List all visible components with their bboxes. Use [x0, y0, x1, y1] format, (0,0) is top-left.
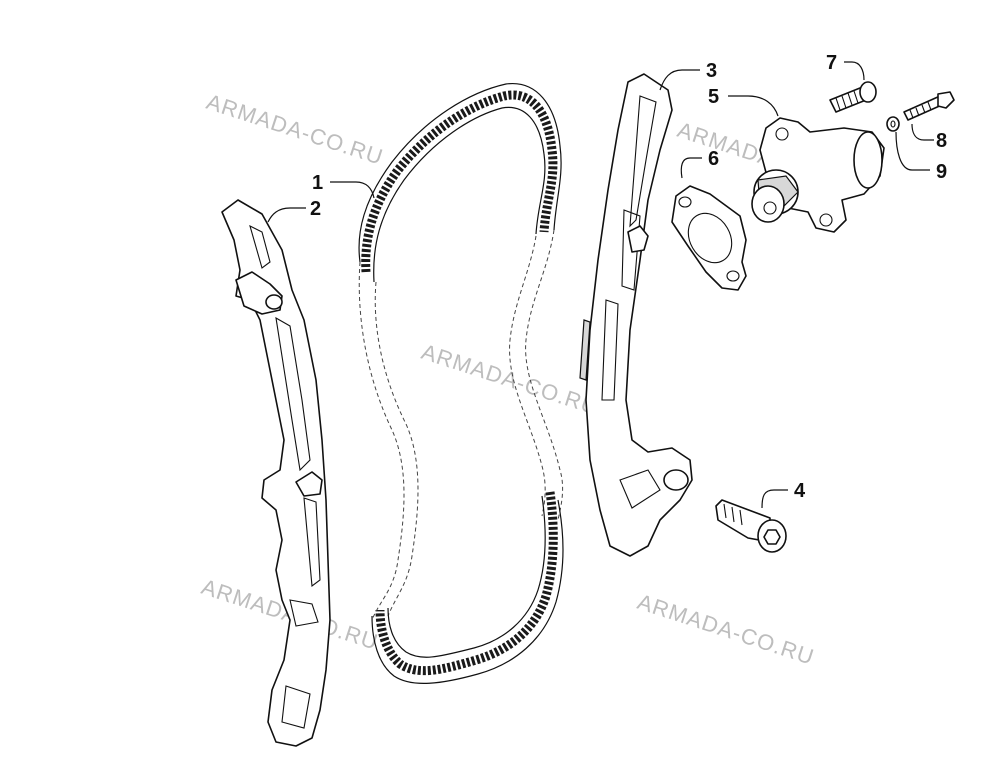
- callouts: 1 2 3 4 5 6 7 8 9: [310, 52, 947, 502]
- callout-8: 8: [936, 130, 947, 152]
- callout-7: 7: [826, 52, 837, 74]
- callout-2: 2: [310, 198, 321, 220]
- washer: [886, 116, 900, 132]
- callout-6: 6: [708, 148, 719, 170]
- leader-lines: [267, 61, 934, 509]
- watermark-center: ARMADA-CO.RU: [418, 339, 601, 420]
- watermark-top-left: ARMADA-CO.RU: [203, 89, 386, 170]
- tensioner-body: [751, 117, 885, 233]
- callout-3: 3: [706, 60, 717, 82]
- pivot-bolt: [715, 499, 787, 553]
- timing-chain: [358, 82, 564, 684]
- cap-bolt: [829, 81, 877, 113]
- chain-guide-left: [221, 199, 331, 747]
- gasket: [671, 185, 747, 291]
- callout-5: 5: [708, 86, 719, 108]
- tensioner-arm: [579, 73, 693, 557]
- callout-9: 9: [936, 161, 947, 183]
- callout-4: 4: [794, 480, 806, 502]
- callout-1: 1: [312, 172, 323, 194]
- watermark-bottom-right: ARMADA-CO.RU: [634, 589, 817, 670]
- mounting-bolt: [903, 91, 955, 121]
